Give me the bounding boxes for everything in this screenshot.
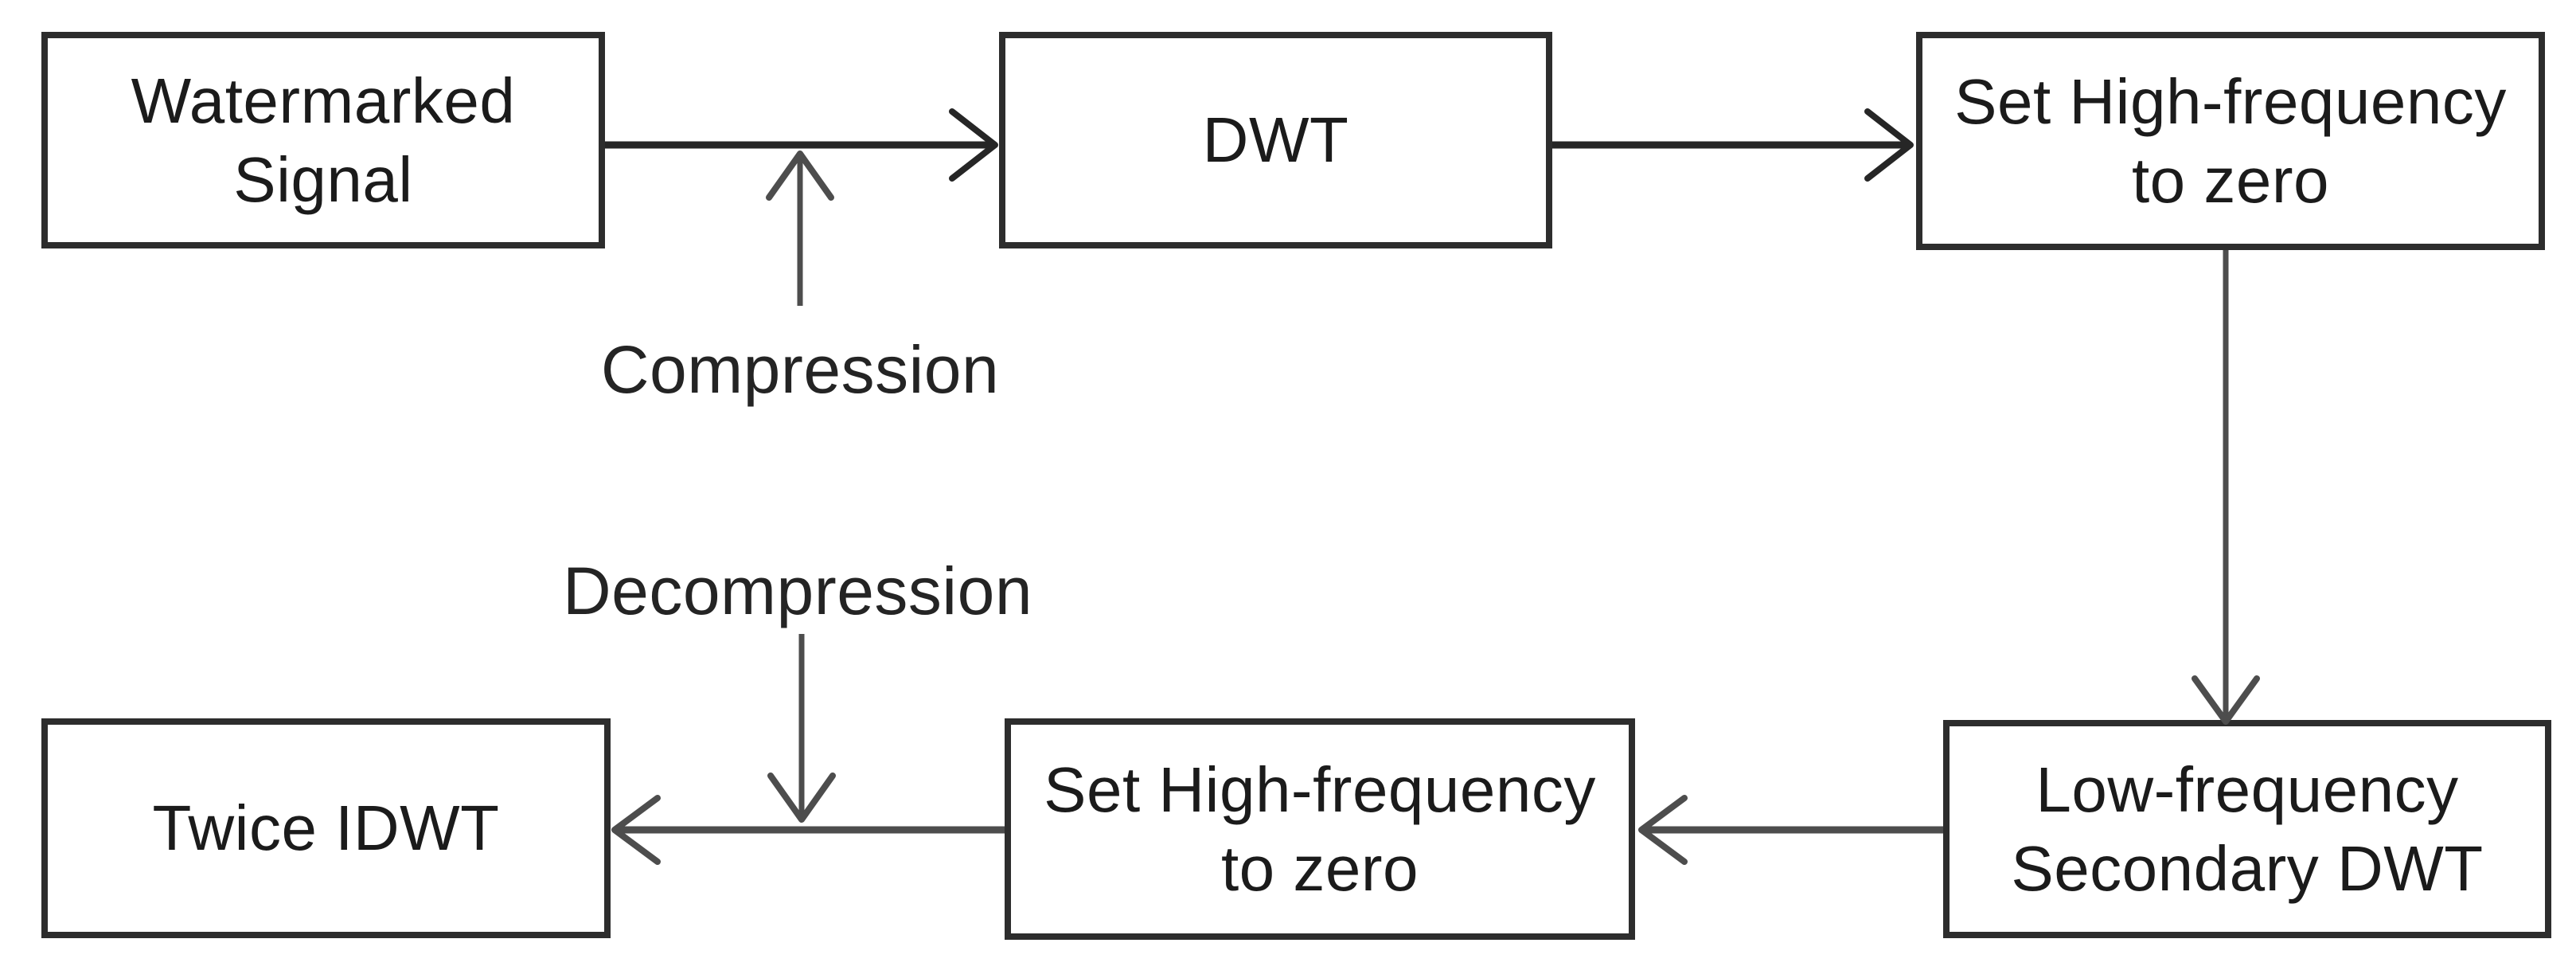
arrow-watermarked-to-dwt	[605, 108, 998, 182]
node-set-high-frequency-to-zero-top: Set High-frequency to zero	[1916, 32, 2545, 250]
node-label-line: Low-frequency	[2035, 753, 2459, 825]
arrow-compression-up	[766, 151, 834, 306]
node-dwt: DWT	[999, 32, 1552, 248]
arrow-decompression-down	[767, 634, 836, 823]
node-twice-idwt: Twice IDWT	[41, 718, 611, 938]
node-label-line: Set High-frequency	[1044, 753, 1596, 825]
node-label-line: Set High-frequency	[1954, 65, 2507, 137]
label-decompression: Decompression	[562, 554, 1033, 628]
node-label-line: Watermarked	[131, 65, 516, 136]
node-label-line: DWT	[1202, 104, 1349, 176]
node-label-line: to zero	[2131, 145, 2330, 216]
node-label-line: Secondary DWT	[2011, 833, 2484, 904]
node-low-frequency-secondary-dwt: Low-frequency Secondary DWT	[1943, 720, 2551, 938]
node-label-line: Signal	[233, 144, 413, 215]
arrow-dwt-to-set-high-top	[1552, 108, 1914, 182]
node-label-line: to zero	[1220, 833, 1419, 904]
arrow-set-high-bottom-to-twice-idwt	[611, 795, 1005, 865]
node-set-high-frequency-to-zero-bottom: Set High-frequency to zero	[1005, 718, 1635, 940]
arrow-low-frequency-to-set-high-bottom	[1638, 795, 1943, 865]
node-label-line: Twice IDWT	[152, 792, 500, 864]
label-compression: Compression	[600, 332, 1000, 407]
node-watermarked-signal: Watermarked Signal	[41, 32, 605, 248]
arrow-set-high-top-to-low-frequency	[2192, 250, 2260, 725]
